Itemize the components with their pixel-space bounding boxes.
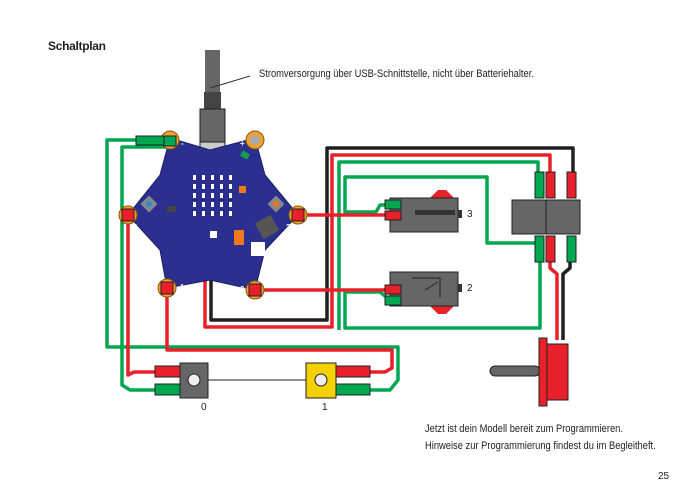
pin-label-plus: + [240,139,245,148]
page-heading: Schaltplan [48,39,106,53]
pin-label-1: 1 [180,283,185,292]
switch-2 [384,271,462,314]
calliope-board: 0 1 2 3 - + [118,130,308,300]
footer-line-1: Jetzt ist dein Modell bereit zum Program… [425,423,623,435]
footer-line-2: Hinweise zur Programmierung findest du i… [425,440,656,452]
pin-label-3: 3 [286,223,291,232]
lamp-1-label: 1 [322,402,328,413]
page-number: 25 [658,471,670,482]
motor [489,337,569,407]
wire-red [203,153,559,340]
switch-3-label: 3 [467,209,473,220]
pin-label-minus: - [181,139,184,148]
usb-cable [199,50,251,158]
distribution-block [511,171,581,263]
pin-label-2: 2 [240,285,245,294]
wire-green-minus-lamp0 [120,145,170,392]
switch-2-label: 2 [467,283,473,294]
wire-green-switch3 [343,175,540,245]
wire-red-pin0 [126,215,155,377]
switch-3 [384,190,462,233]
lamp-0-label: 0 [201,402,207,413]
usb-note: Stromversorgung über USB-Schnittstelle, … [259,68,534,80]
lamp-0 [154,362,209,399]
wire-green-minus-lamp1 [105,138,400,392]
wire-green-outer [337,160,542,330]
lamp-1 [305,362,371,399]
wire-black [209,146,575,340]
pin-label-0: 0 [133,223,138,232]
wire-red-pin1 [165,288,394,374]
